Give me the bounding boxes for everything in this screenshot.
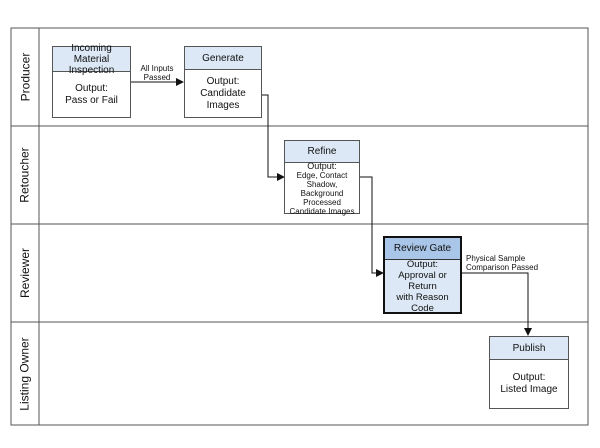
lane-label-reviewer: Reviewer bbox=[18, 247, 33, 299]
node-header: Generate bbox=[185, 47, 261, 70]
node-output-value: Shadow, Background bbox=[300, 179, 344, 198]
node-output-value: Edge, Contact bbox=[296, 170, 348, 180]
node-output-label: Output: bbox=[75, 82, 108, 94]
node-body: Output: Pass or Fail bbox=[53, 72, 130, 117]
node-output-label: Output: bbox=[307, 160, 337, 171]
node-output-label: Output: bbox=[512, 372, 546, 383]
node-output-value: with Reason Code bbox=[396, 291, 449, 314]
node-incoming-material-inspection[interactable]: Incoming Material Inspection Output: Pas… bbox=[52, 43, 131, 118]
node-output-value: Listed Image bbox=[500, 384, 558, 395]
node-review-gate[interactable]: Review Gate Output: Approval or Return w… bbox=[383, 236, 462, 314]
node-output-value: Approval or Return bbox=[398, 269, 447, 292]
edge-generate-refine bbox=[262, 94, 285, 181]
node-output-value: Pass or Fail bbox=[65, 94, 118, 106]
node-output-value: Candidate Images bbox=[200, 87, 246, 111]
node-header: Review Gate bbox=[385, 238, 460, 260]
node-body: Output: Edge, Contact Shadow, Background… bbox=[285, 160, 359, 216]
node-title: Inspection bbox=[68, 64, 115, 76]
edge-refine-review bbox=[360, 176, 384, 277]
node-publish[interactable]: Publish Output: Listed Image bbox=[489, 336, 569, 409]
node-generate[interactable]: Generate Output: Candidate Images bbox=[184, 46, 262, 118]
node-body: Output: Approval or Return with Reason C… bbox=[385, 258, 460, 314]
lane-label-producer: Producer bbox=[18, 52, 33, 102]
node-output-value: Candidate Images bbox=[289, 206, 355, 216]
node-title: Publish bbox=[512, 342, 546, 354]
edge-label-all-inputs-passed: All Inputs Passed bbox=[140, 64, 174, 82]
node-header: Incoming Material Inspection bbox=[53, 43, 130, 76]
edge-label-physical-sample: Physical Sample Comparison Passed bbox=[466, 254, 539, 272]
node-header: Publish bbox=[490, 337, 568, 360]
node-header: Refine bbox=[285, 141, 359, 163]
node-body: Output: Listed Image bbox=[490, 360, 568, 408]
node-output-label: Output: bbox=[206, 75, 240, 87]
node-title: Generate bbox=[202, 52, 244, 64]
edge-review-publish bbox=[462, 272, 532, 336]
node-refine[interactable]: Refine Output: Edge, Contact Shadow, Bac… bbox=[284, 140, 360, 216]
lane-label-retoucher: Retoucher bbox=[18, 147, 32, 203]
lane-label-listing-owner: Listing Owner bbox=[18, 336, 32, 411]
node-output-label: Output: bbox=[406, 258, 439, 270]
pool-border bbox=[10, 27, 589, 426]
node-body: Output: Candidate Images bbox=[185, 70, 261, 117]
node-title: Review Gate bbox=[393, 243, 452, 254]
node-output-value: Processed bbox=[303, 197, 341, 207]
node-title: Refine bbox=[307, 146, 337, 157]
node-title: Incoming Material bbox=[71, 42, 112, 65]
